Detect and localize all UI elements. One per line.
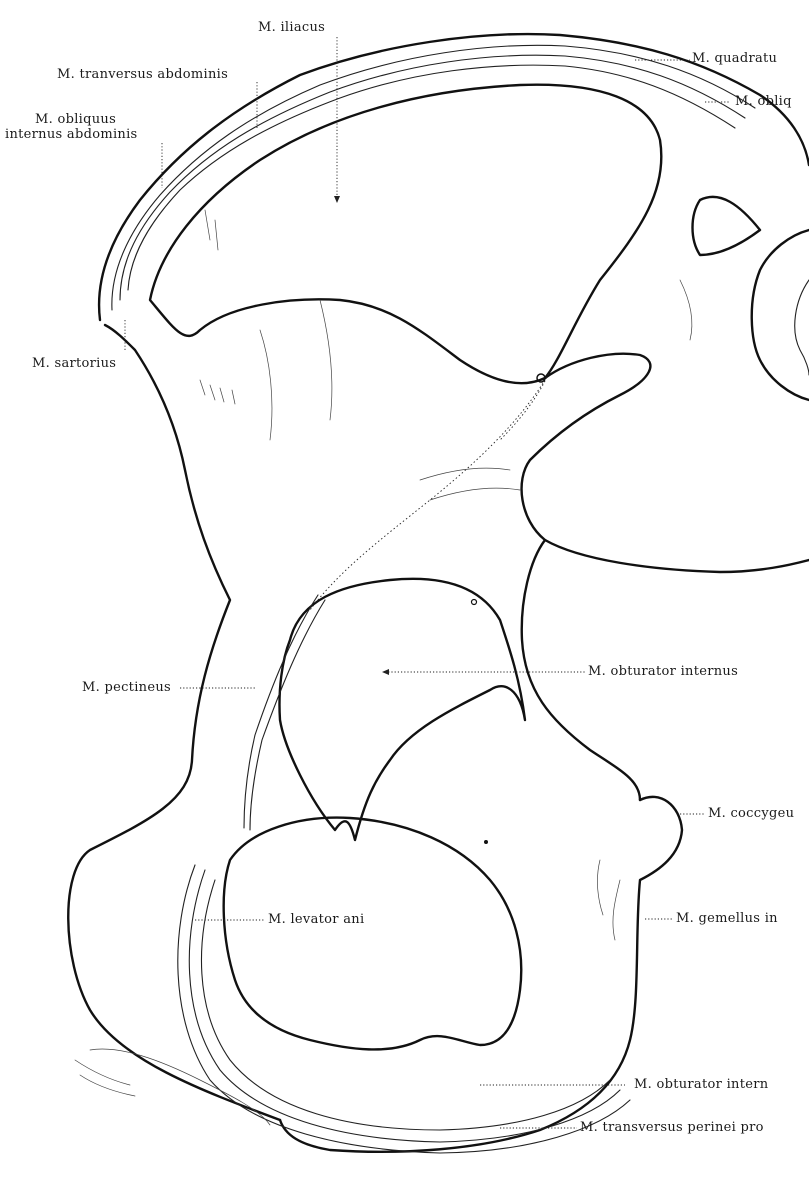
auricular-surface [752,230,809,400]
ischial-edge [280,797,682,1152]
label-obliquus-internus-2: internus abdominis [5,127,138,142]
pectineal-line [250,600,325,830]
label-gemellus: M. gemellus in [676,911,778,926]
sacrum-right-contour [795,280,809,375]
nutrient-foramen-2 [484,840,488,844]
arcuate-line [310,380,545,610]
quadratus-flange [693,197,761,255]
label-obliquus-right: M. obliq [735,94,792,109]
label-obliquus-internus-1: M. obliquus [35,112,116,127]
ilium-left-border [68,325,280,1120]
nutrient-foramen-1 [472,600,477,605]
label-levator-ani: M. levator ani [268,912,364,927]
iliacus-boundary [150,85,661,384]
sacral-articular-surface [522,354,809,572]
label-transversus-abdominis: M. tranversus abdominis [57,67,228,82]
label-sartorius: M. sartorius [32,356,116,371]
label-obturator-internus-1: M. obturator internus [588,664,738,679]
acetabulum [224,818,522,1050]
label-quadratus: M. quadratu [692,51,777,66]
label-iliacus: M. iliacus [258,20,325,35]
crest-band-2 [120,55,745,300]
pectineal-line-2 [244,595,318,828]
label-coccygeus: M. coccygeu [708,806,794,821]
obturator-foramen [279,579,525,840]
crest-band-3 [128,65,735,290]
levator-band-2 [189,870,620,1142]
levator-band-1 [201,880,610,1130]
label-pectineus: M. pectineus [82,680,171,695]
label-transversus-perinei: M. transversus perinei pro [580,1120,764,1135]
label-obturator-internus-2: M. obturator intern [634,1077,768,1092]
